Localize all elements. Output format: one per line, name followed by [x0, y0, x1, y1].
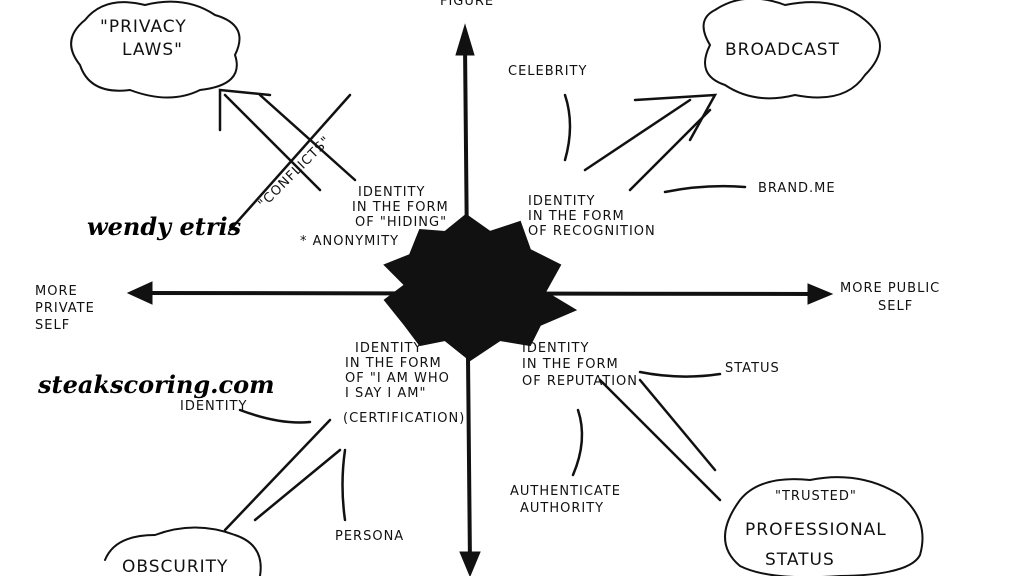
broadcast-arrow-2 [628, 108, 712, 192]
axis-right-line2: SELF [878, 299, 913, 314]
broadcast-arrow-head [633, 93, 718, 142]
persona-stroke [341, 448, 347, 522]
persona-label: PERSONA [335, 529, 404, 544]
privacy-laws-cloud [70, 0, 241, 99]
arrow-down-icon [459, 551, 481, 576]
status-cloud-label: STATUS [765, 550, 835, 570]
broadcast-label: BROADCAST [725, 40, 840, 60]
identity-partial-label: IDENTITY [180, 399, 247, 414]
celebrity-label: CELEBRITY [508, 64, 587, 79]
professional-arrow-1 [598, 378, 722, 502]
authenticate-line1: AUTHENTICATE [510, 484, 621, 499]
watermark-name: wendy etris [87, 212, 242, 241]
professional-status-cloud [724, 476, 924, 576]
hiding-line3: OF "HIDING" [355, 215, 447, 230]
axis-left-line3: SELF [35, 318, 70, 333]
privacy-arrow-head [218, 88, 272, 132]
certification-line1: IDENTITY [355, 341, 422, 356]
status-label: STATUS [725, 361, 780, 376]
identity-stroke [238, 408, 312, 424]
arrow-right-icon [807, 283, 834, 305]
center-star [383, 213, 578, 362]
professional-label: PROFESSIONAL [745, 520, 887, 540]
obscurity-arrow-1 [223, 418, 332, 532]
arrow-up-icon [455, 23, 475, 56]
axis-right-line1: MORE PUBLIC [840, 281, 940, 296]
conflicts-line-2 [258, 93, 357, 182]
certification-line4: I SAY I AM" [345, 386, 426, 401]
watermark-site: steakscoring.com [38, 370, 275, 399]
status-stroke [638, 370, 722, 378]
recognition-line3: OF RECOGNITION [528, 224, 656, 239]
reputation-line1: IDENTITY [522, 341, 589, 356]
hiding-line2: IN THE FORM [352, 200, 449, 215]
professional-arrow-2 [638, 378, 717, 472]
recognition-line2: IN THE FORM [528, 209, 625, 224]
certification-line5: (CERTIFICATION) [343, 411, 465, 426]
privacy-laws-line1: "PRIVACY [100, 17, 187, 37]
axis-left-line1: MORE [35, 284, 78, 299]
reputation-line3: OF REPUTATION [522, 374, 638, 389]
axis-left-line2: PRIVATE [35, 301, 95, 316]
celebrity-stroke [563, 93, 572, 162]
obscurity-arrow-2 [253, 448, 342, 522]
privacy-laws-line2: LAWS" [122, 40, 183, 60]
recognition-line1: IDENTITY [528, 194, 595, 209]
broadcast-arrow-1 [583, 98, 692, 172]
authenticate-stroke [571, 408, 584, 477]
hiding-line1: IDENTITY [358, 185, 425, 200]
obscurity-cloud [104, 526, 262, 576]
conflicts-label: "CONFLICTS" [256, 133, 334, 211]
anonymity-label: * ANONYMITY [300, 234, 399, 249]
conflicts-line-1 [223, 93, 322, 192]
conflicts-cross [228, 93, 352, 232]
axis-top-label: FIGURE [440, 0, 494, 9]
authenticate-line2: AUTHORITY [520, 501, 604, 516]
brandme-label: BRAND.ME [758, 181, 836, 196]
certification-line3: OF "I AM WHO [345, 371, 450, 386]
certification-line2: IN THE FORM [345, 356, 442, 371]
obscurity-label: OBSCURITY [122, 557, 228, 576]
brand-stroke [663, 184, 747, 194]
broadcast-cloud [702, 0, 881, 100]
arrow-left-icon [126, 281, 153, 305]
trusted-label: "TRUSTED" [775, 489, 857, 504]
reputation-line2: IN THE FORM [522, 357, 619, 372]
